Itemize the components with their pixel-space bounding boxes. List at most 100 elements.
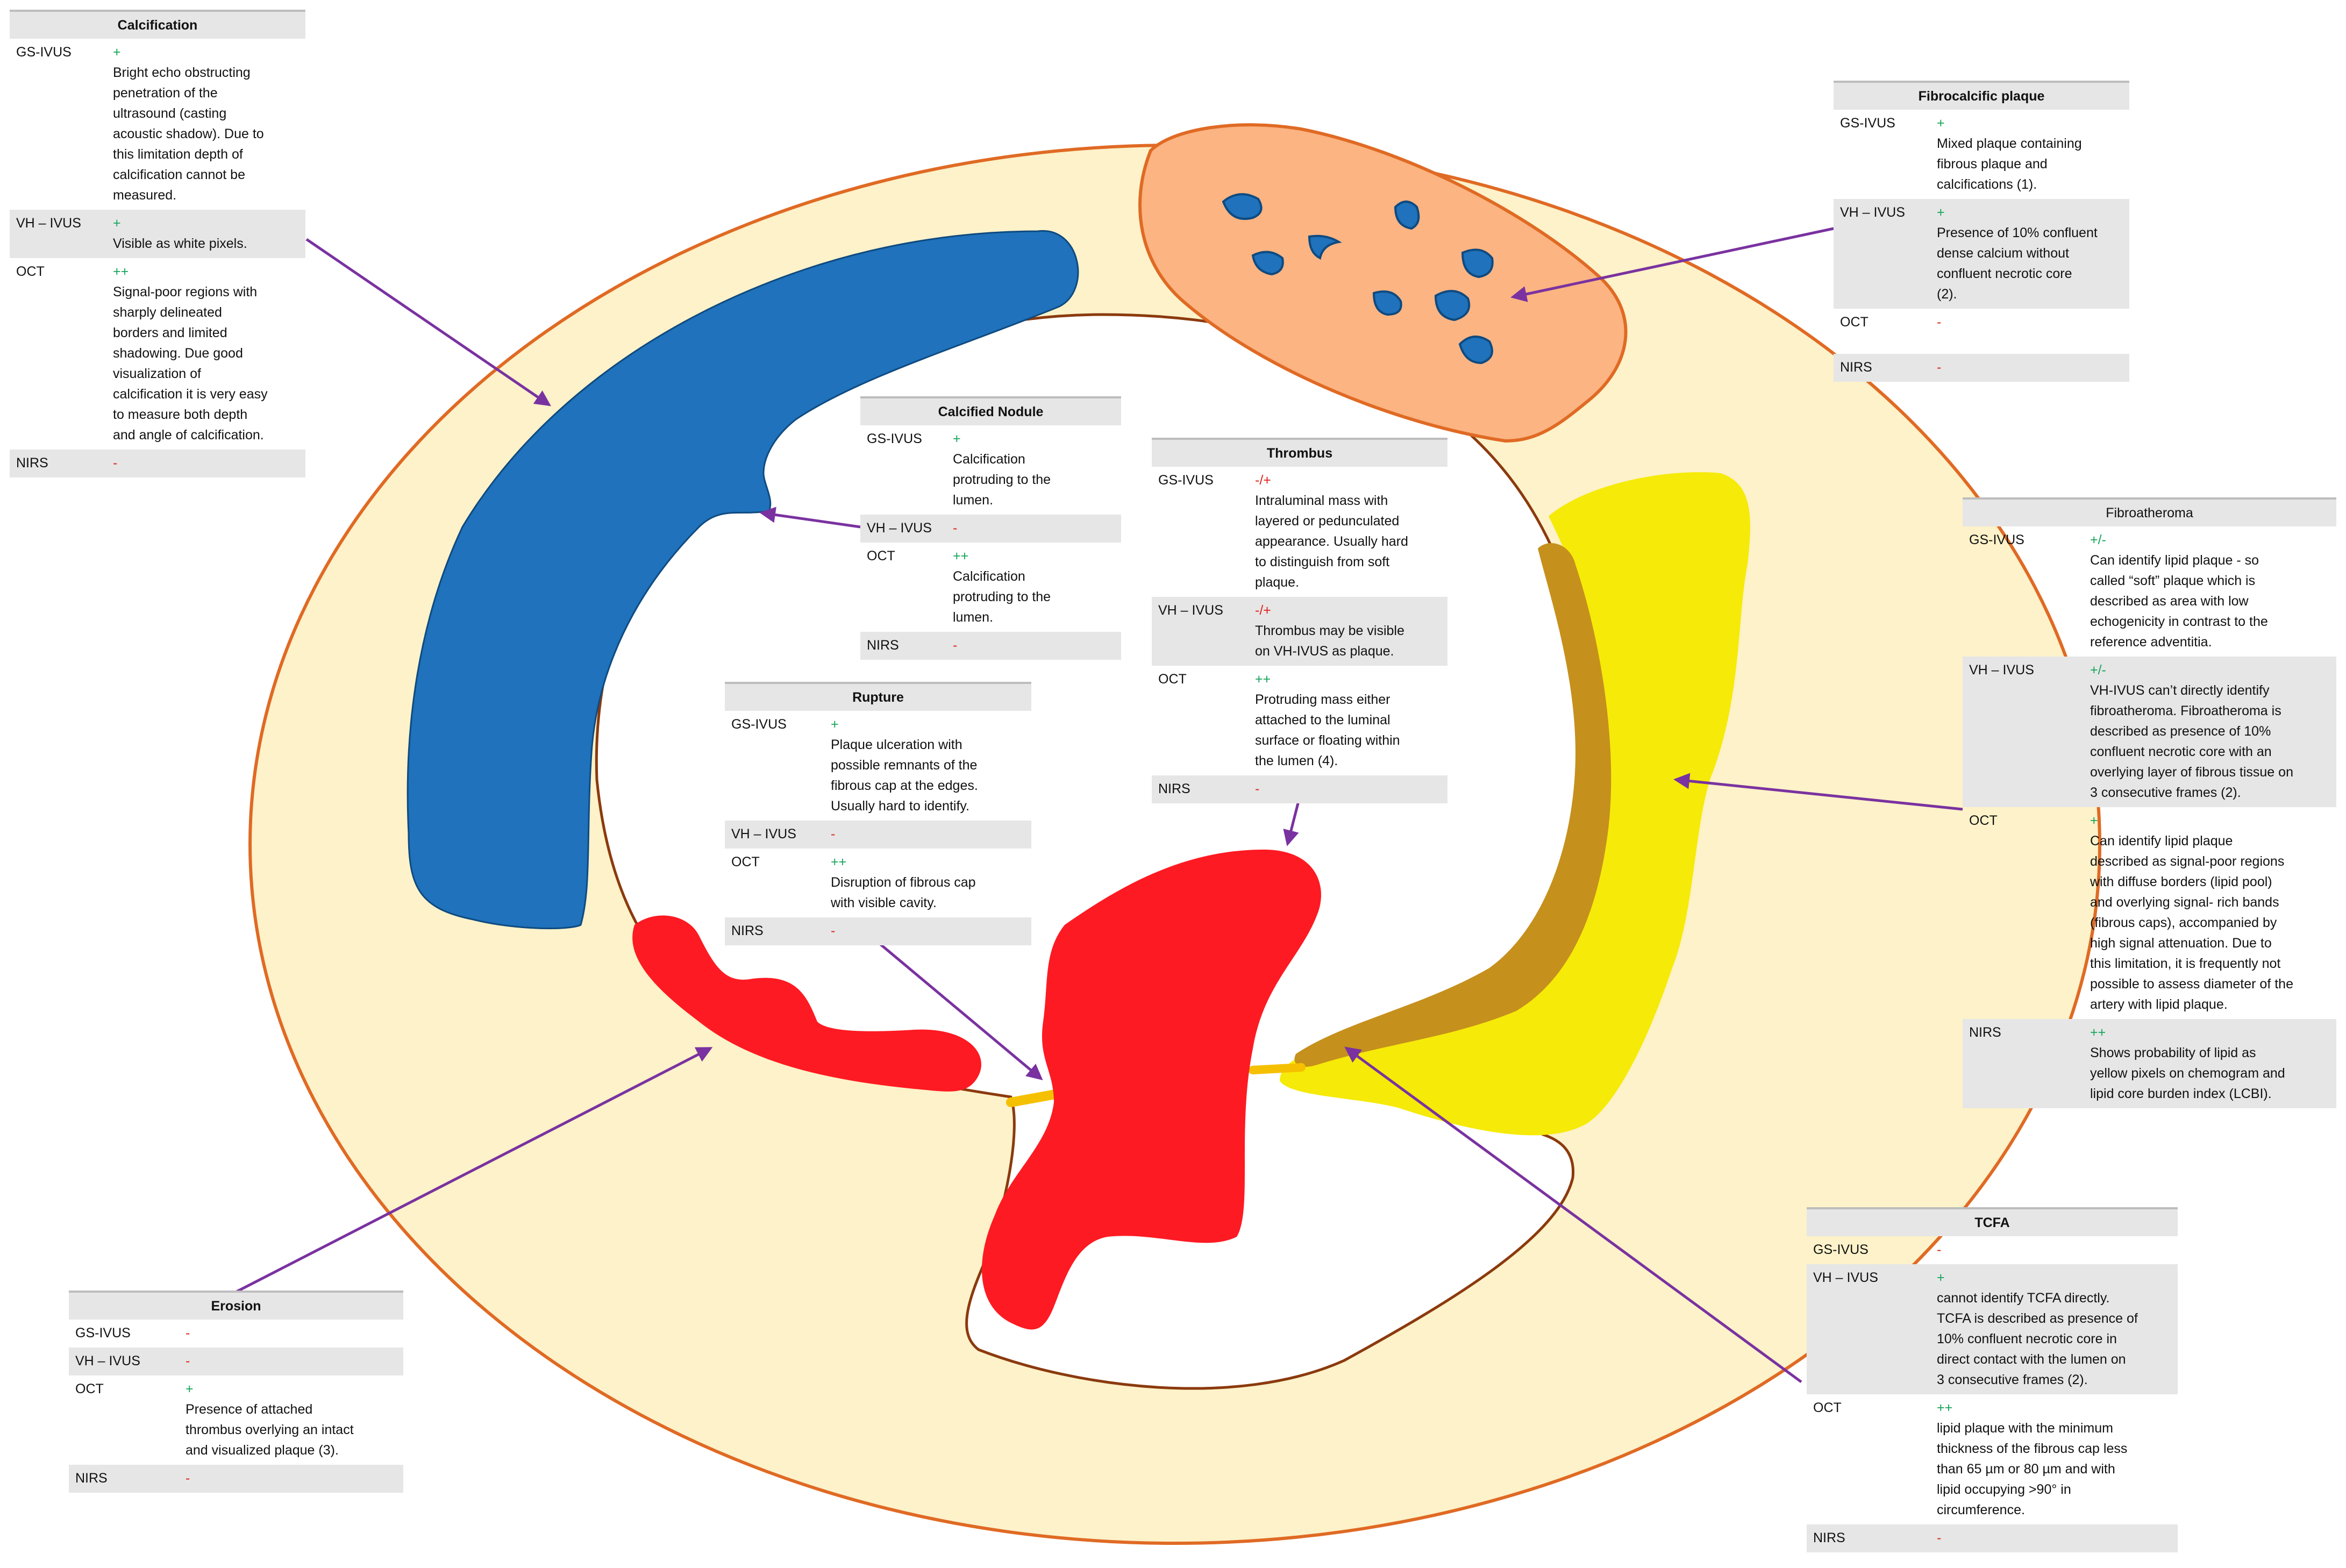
card-row: OCT - <box>1834 309 2129 354</box>
rating-badge: - <box>186 1471 190 1486</box>
thrombus-mass <box>982 850 1321 1330</box>
rating-badge: ++ <box>1937 1400 1953 1415</box>
rating-badge: ++ <box>1255 672 1271 687</box>
card-row: NIRS ++Shows probability of lipid as yel… <box>1963 1019 2336 1108</box>
card-row: VH – IVUS +Presence of 10% confluent den… <box>1834 199 2129 309</box>
row-label: VH – IVUS <box>16 216 81 231</box>
row-label: OCT <box>75 1381 104 1396</box>
card-row: GS-IVUS - <box>1807 1236 2178 1264</box>
rating-badge: ++ <box>2090 1025 2106 1040</box>
card-calcification: Calcification GS-IVUS +Bright echo obstr… <box>10 10 305 477</box>
rating-badge: + <box>113 45 121 60</box>
arrow-rupture <box>875 940 1043 1080</box>
row-description: Disruption of fibrous cap with visible c… <box>831 875 976 910</box>
rating-badge: - <box>831 826 836 842</box>
card-row: NIRS - <box>10 450 305 477</box>
erosion-plaque <box>632 915 981 1092</box>
arrow-calcified-nodule <box>759 507 861 529</box>
card-row: VH – IVUS -/+ Thrombus may be visible on … <box>1152 597 1447 666</box>
card-calcified-nodule: Calcified Nodule GS-IVUS +Calcification … <box>860 396 1121 660</box>
card-fibrocalcific-plaque: Fibrocalcific plaque GS-IVUS +Mixed plaq… <box>1834 81 2129 382</box>
row-label: GS-IVUS <box>1813 1242 1869 1257</box>
arrow-fibroatheroma <box>1673 773 1963 811</box>
arrow-calcification <box>305 238 551 407</box>
row-label: GS-IVUS <box>1158 473 1214 488</box>
card-row: OCT ++ lipid plaque with the minimum thic… <box>1807 1394 2178 1524</box>
card-tcfa: TCFA GS-IVUS - VH – IVUS + cannot identif… <box>1807 1207 2178 1552</box>
rating-badge: ++ <box>953 548 969 564</box>
pointer-arrows <box>236 227 1963 1384</box>
rating-badge: + <box>1937 116 1945 131</box>
card-row: VH – IVUS - <box>860 515 1121 543</box>
card-row: GS-IVUS +/-Can identify lipid plaque - s… <box>1963 526 2336 657</box>
arrow-fibrocalcific <box>1510 227 1834 302</box>
cap-strip-right <box>1249 1063 1306 1074</box>
row-label: NIRS <box>16 455 48 471</box>
row-label: VH – IVUS <box>731 826 796 842</box>
row-label: OCT <box>731 854 760 869</box>
card-row: VH – IVUS +/-VH-IVUS can’t directly iden… <box>1963 657 2336 807</box>
row-label: NIRS <box>1969 1025 2001 1040</box>
rating-badge: ++ <box>831 854 847 869</box>
rating-badge: - <box>186 1325 190 1341</box>
rating-badge: +/- <box>2090 662 2106 678</box>
card-erosion: Erosion GS-IVUS - VH – IVUS - OCT +Prese… <box>69 1291 403 1493</box>
card-row: NIRS - <box>1807 1524 2178 1552</box>
rating-badge: -/+ <box>1255 603 1271 618</box>
card-row: OCT +Presence of attached thrombus overl… <box>69 1375 403 1465</box>
row-description: Visible as white pixels. <box>113 236 247 251</box>
row-label: OCT <box>1813 1400 1842 1415</box>
rating-badge: - <box>113 455 118 471</box>
row-label: VH – IVUS <box>1158 603 1223 618</box>
row-label: VH – IVUS <box>1840 205 1905 220</box>
card-row: OCT ++Calcification protruding to the lu… <box>860 543 1121 632</box>
row-description: Calcification protruding to the lumen. <box>953 452 1051 508</box>
rating-badge: + <box>1937 1270 1945 1285</box>
rating-badge: - <box>1937 315 1942 330</box>
row-label: VH – IVUS <box>1813 1270 1878 1285</box>
row-description: Presence of attached thrombus overlying … <box>186 1402 354 1458</box>
rating-badge: + <box>953 431 961 446</box>
card-title: Calcification <box>10 10 305 39</box>
row-description: Protruding mass either attached to the l… <box>1255 692 1400 768</box>
card-thrombus: Thrombus GS-IVUS -/+Intraluminal mass wi… <box>1152 438 1447 803</box>
row-label: OCT <box>1840 315 1869 330</box>
row-label: GS-IVUS <box>731 717 787 732</box>
card-row: GS-IVUS - <box>69 1320 403 1348</box>
row-description: Thrombus may be visible on VH-IVUS as pl… <box>1255 623 1404 659</box>
card-row: VH – IVUS + cannot identify TCFA directly… <box>1807 1264 2178 1394</box>
card-title: TCFA <box>1807 1207 2178 1236</box>
row-label: VH – IVUS <box>75 1353 140 1369</box>
card-row: OCT ++Signal-poor regions with sharply d… <box>10 258 305 450</box>
row-label: NIRS <box>1813 1530 1845 1545</box>
card-fibroatheroma: Fibroatheroma GS-IVUS +/-Can identify li… <box>1963 497 2336 1108</box>
card-row: GS-IVUS +Calcification protruding to the… <box>860 425 1121 515</box>
row-label: NIRS <box>1840 360 1872 375</box>
rating-badge: + <box>2090 813 2098 828</box>
card-title: Rupture <box>725 682 1031 711</box>
fibrous-cap <box>1294 543 1611 1067</box>
card-rupture: Rupture GS-IVUS +Plaque ulceration with … <box>725 682 1031 945</box>
calcium-deposits <box>1222 193 1494 365</box>
row-description: Plaque ulceration with possible remnants… <box>831 737 978 814</box>
card-row: NIRS - <box>725 917 1031 945</box>
arrow-tcfa <box>1344 1046 1802 1384</box>
calcification-arc <box>407 230 1079 930</box>
row-description: VH-IVUS can’t directly identify fibroath… <box>2090 683 2293 800</box>
rating-badge: + <box>113 216 121 231</box>
rating-badge: ++ <box>113 264 129 279</box>
card-title: Calcified Nodule <box>860 396 1121 425</box>
rating-badge: - <box>831 923 836 938</box>
card-row: NIRS - <box>1152 775 1447 803</box>
row-description: lipid plaque with the minimum thickness … <box>1937 1421 2128 1517</box>
rating-badge: +/- <box>2090 532 2106 547</box>
row-description: Presence of 10% confluent dense calcium … <box>1937 225 2098 302</box>
card-row: VH – IVUS - <box>69 1348 403 1375</box>
card-row: GS-IVUS +Bright echo obstructing penetra… <box>10 39 305 210</box>
row-label: OCT <box>1158 672 1187 687</box>
row-description: Can identify lipid plaque - so called “s… <box>2090 553 2268 650</box>
card-row: GS-IVUS +Mixed plaque containing fibrous… <box>1834 110 2129 199</box>
card-title: Fibrocalcific plaque <box>1834 81 2129 110</box>
row-description: Signal-poor regions with sharply delinea… <box>113 284 268 443</box>
row-description: cannot identify TCFA directly. TCFA is d… <box>1937 1291 2138 1387</box>
